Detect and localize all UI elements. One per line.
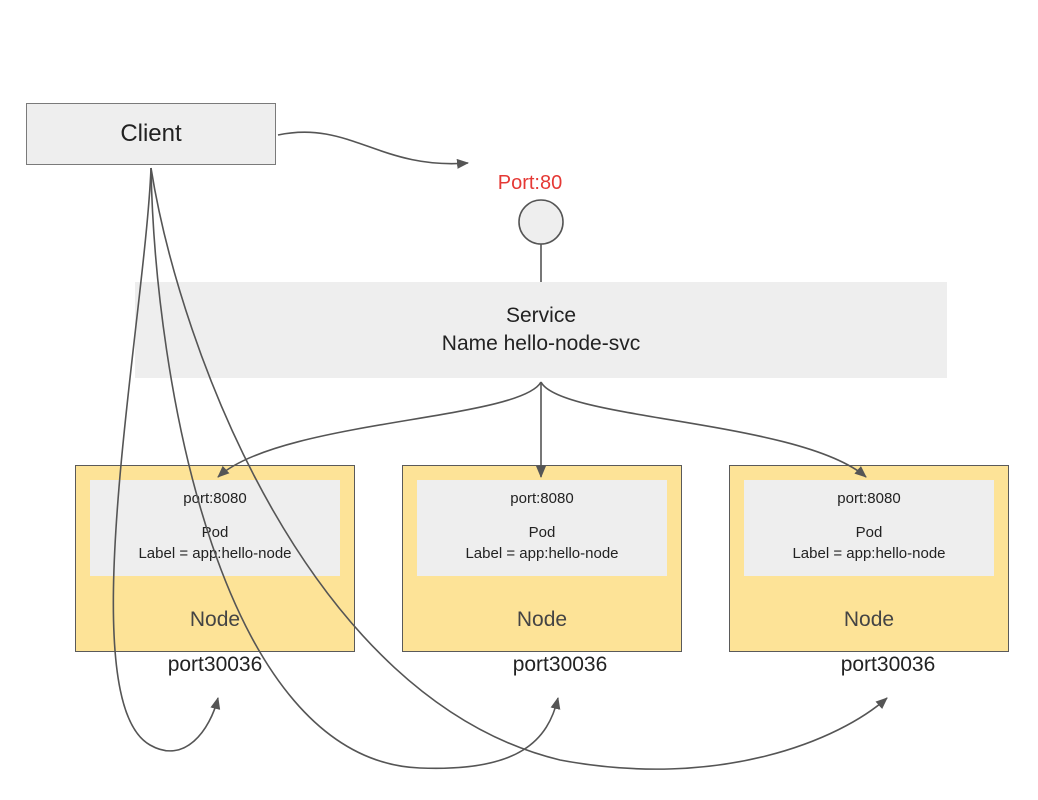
node-box-2: port:8080 Pod Label = app:hello-node Nod… bbox=[402, 465, 682, 652]
node-box-3: port:8080 Pod Label = app:hello-node Nod… bbox=[729, 465, 1009, 652]
client-to-service-arrow bbox=[277, 131, 469, 169]
service-title: Service bbox=[505, 304, 577, 327]
node-label: Node bbox=[843, 608, 895, 631]
nodeport-label-3: port30036 bbox=[840, 653, 936, 676]
pod-title: Pod bbox=[528, 524, 556, 541]
node-box-1: port:8080 Pod Label = app:hello-node Nod… bbox=[75, 465, 355, 652]
pod-title: Pod bbox=[201, 524, 229, 541]
nodeport-label-2: port30036 bbox=[512, 653, 608, 676]
pod-port-label: port:8080 bbox=[837, 490, 901, 507]
client-box: Client bbox=[26, 103, 276, 165]
nodeport-label-1: port30036 bbox=[167, 653, 263, 676]
service-box: Service Name hello-node-svc bbox=[135, 282, 947, 378]
service-name: Name hello-node-svc bbox=[441, 332, 641, 355]
pod-label: Label = app:hello-node bbox=[465, 545, 619, 562]
pod-label: Label = app:hello-node bbox=[792, 545, 946, 562]
pod-label: Label = app:hello-node bbox=[138, 545, 292, 562]
pod-box-3: port:8080 Pod Label = app:hello-node bbox=[744, 480, 994, 576]
service-port-label: Port:80 bbox=[497, 172, 563, 194]
pod-title: Pod bbox=[855, 524, 883, 541]
node-label: Node bbox=[189, 608, 241, 631]
client-label: Client bbox=[120, 120, 182, 147]
pod-box-1: port:8080 Pod Label = app:hello-node bbox=[90, 480, 340, 576]
service-to-pod-3-arrow bbox=[540, 381, 867, 478]
service-to-pod-1-arrow bbox=[217, 381, 542, 478]
node-label: Node bbox=[516, 608, 568, 631]
pod-box-2: port:8080 Pod Label = app:hello-node bbox=[417, 480, 667, 576]
service-port-circle bbox=[518, 199, 564, 245]
pod-port-label: port:8080 bbox=[183, 490, 247, 507]
pod-port-label: port:8080 bbox=[510, 490, 574, 507]
